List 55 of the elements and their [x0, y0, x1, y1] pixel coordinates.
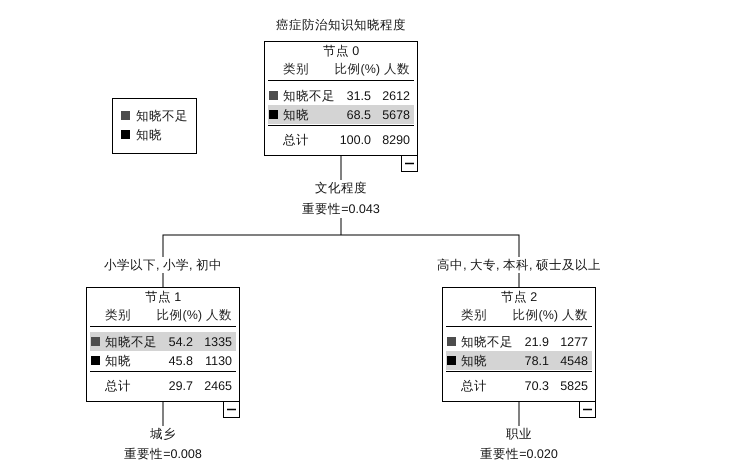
- category-label: 知晓: [461, 353, 487, 369]
- percent-value: 45.8: [168, 353, 193, 369]
- importance-value: 重要性=0.020: [480, 446, 558, 462]
- column-heading: 类别: [105, 307, 131, 323]
- percent-value: 100.0: [340, 132, 371, 148]
- total-label: 总计: [461, 378, 487, 394]
- column-heading: 比例(%): [512, 307, 558, 323]
- count-value: 5678: [382, 107, 410, 123]
- split-variable: 职业: [506, 426, 532, 442]
- category-label: 知晓: [283, 107, 309, 123]
- node-title: 节点 0: [322, 43, 360, 59]
- percent-value: 31.5: [346, 88, 371, 104]
- node-box: [264, 41, 418, 156]
- column-heading: 比例(%): [156, 307, 202, 323]
- category-label: 知晓不足: [105, 334, 157, 350]
- percent-value: 68.5: [346, 107, 371, 123]
- count-value: 8290: [382, 132, 410, 148]
- percent-value: 21.9: [524, 334, 549, 350]
- node-box: [86, 287, 240, 402]
- column-heading: 人数: [206, 307, 232, 323]
- column-heading: 类别: [461, 307, 487, 323]
- category-label: 知晓不足: [283, 88, 335, 104]
- category-label: 知晓: [105, 353, 131, 369]
- percent-value: 70.3: [524, 378, 549, 394]
- diagram-title: 癌症防治知识知晓程度: [276, 17, 406, 33]
- count-value: 1130: [205, 353, 232, 369]
- legend-label: 知晓不足: [136, 108, 188, 124]
- count-value: 1335: [204, 334, 232, 350]
- split-variable: 文化程度: [315, 180, 367, 197]
- importance-value: 重要性=0.043: [302, 201, 380, 218]
- column-heading: 人数: [562, 307, 588, 323]
- node-box: [442, 287, 596, 402]
- legend-label: 知晓: [136, 127, 162, 143]
- split-variable: 城乡: [150, 426, 176, 442]
- category-label: 知晓不足: [461, 334, 513, 350]
- column-heading: 人数: [384, 61, 410, 77]
- count-value: 4548: [560, 353, 588, 369]
- node-title: 节点 2: [500, 289, 538, 305]
- column-heading: 类别: [283, 61, 309, 77]
- connector-line: [518, 402, 520, 426]
- count-value: 2612: [382, 88, 410, 104]
- connector-line: [340, 218, 520, 288]
- column-heading: 比例(%): [334, 61, 380, 77]
- percent-value: 78.1: [524, 353, 549, 369]
- percent-value: 54.2: [168, 334, 193, 350]
- importance-value: 重要性=0.008: [124, 446, 202, 462]
- count-value: 1277: [560, 334, 588, 350]
- connector-line: [162, 402, 164, 426]
- percent-value: 29.7: [168, 378, 193, 394]
- connector-line: [340, 156, 342, 180]
- total-label: 总计: [283, 132, 309, 148]
- total-label: 总计: [105, 378, 131, 394]
- count-value: 2465: [204, 378, 232, 394]
- count-value: 5825: [560, 378, 588, 394]
- node-title: 节点 1: [144, 289, 182, 305]
